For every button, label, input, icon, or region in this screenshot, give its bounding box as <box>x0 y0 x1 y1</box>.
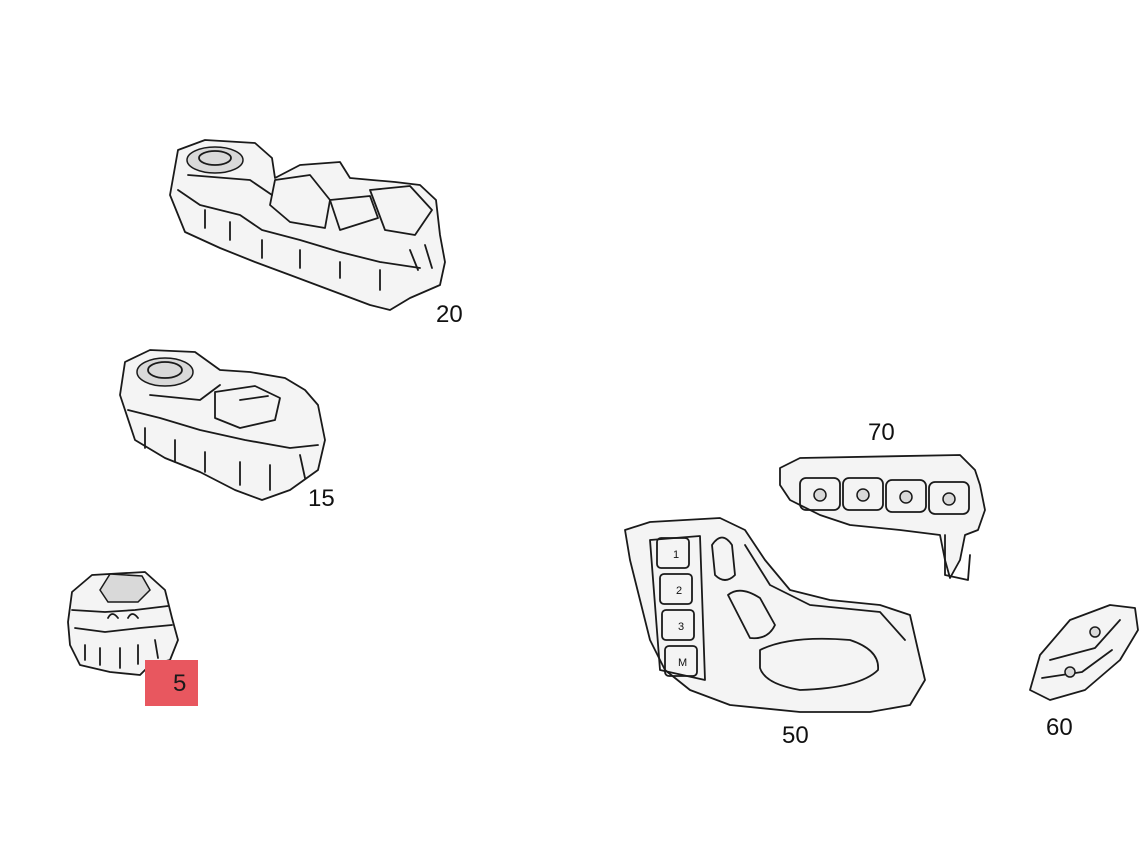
part-15-window-switch-block[interactable] <box>119 349 326 501</box>
callout-70: 70 <box>868 419 895 446</box>
seat-button-2: 2 <box>676 585 682 597</box>
part-60-two-button-panel[interactable] <box>1029 604 1139 701</box>
seat-button-3: 3 <box>678 621 684 633</box>
part-70-seat-control-panel[interactable] <box>779 454 986 581</box>
callout-15: 15 <box>308 485 335 512</box>
callout-5-highlighted[interactable]: 5 <box>145 660 199 706</box>
seat-button-1: 1 <box>673 549 679 561</box>
seat-button-m: M <box>678 657 687 669</box>
callout-20: 20 <box>436 301 463 328</box>
callout-50: 50 <box>782 722 809 749</box>
part-5-single-switch[interactable] <box>67 571 179 676</box>
part-20-window-switch-block[interactable] <box>169 139 446 311</box>
callout-60: 60 <box>1046 714 1073 741</box>
part-50-seat-adjust-panel[interactable]: 1 2 3 M <box>624 517 926 713</box>
